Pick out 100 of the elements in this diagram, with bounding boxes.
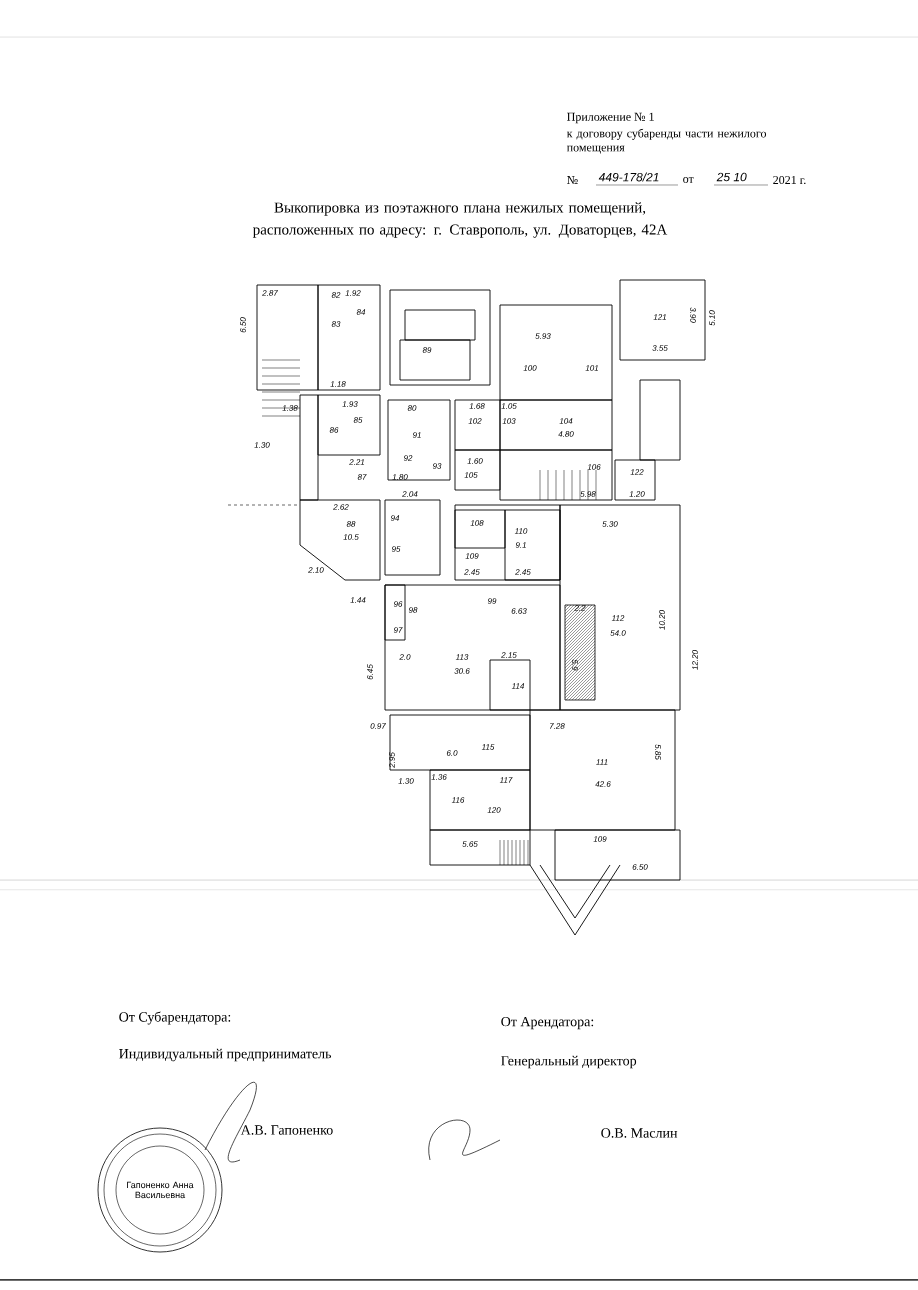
plan-label: 5.10: [709, 310, 715, 326]
plan-label: 82: [331, 292, 341, 298]
plan-label: 94: [390, 515, 400, 521]
appendix-note: №: [567, 176, 578, 184]
plan-label: 1.68: [469, 403, 485, 409]
plan-label: 2.10: [308, 567, 324, 573]
plan-label: 91: [412, 432, 421, 438]
appendix-note: 2021 г.: [773, 175, 806, 185]
plan-label: 5.30: [602, 521, 618, 527]
signature-block-text: О.В. Маслин: [601, 1128, 678, 1138]
plan-label: 83: [331, 321, 341, 327]
plan-label: 121: [653, 314, 666, 320]
plan-label: 2.45: [515, 569, 531, 575]
plan-label: 103: [502, 418, 516, 424]
plan-label: 115: [481, 744, 495, 750]
plan-label: 95: [391, 546, 401, 552]
appendix-note: от: [683, 177, 694, 183]
signature-block-text: Индивидуальный предприниматель: [119, 1048, 332, 1062]
plan-label: 1.05: [501, 403, 517, 409]
plan-label: 1.80: [392, 474, 408, 480]
plan-label: 1.30: [254, 442, 270, 448]
plan-label: 2.15: [501, 652, 517, 658]
plan-label: 114: [511, 683, 525, 689]
plan-label: 9.1: [515, 542, 526, 548]
plan-label: 105: [464, 472, 478, 478]
plan-label: 97: [393, 627, 403, 633]
plan-label: 5.9: [572, 659, 578, 671]
plan-label: 5.65: [462, 841, 478, 847]
document-title: Выкопировка из поэтажного плана нежилых помещений, расположенных по адресу: г. Ставрополь, ул. Доваторцев, 42А: [252, 202, 668, 238]
handwritten-text: 25 10: [716, 172, 747, 182]
plan-label: 98: [408, 607, 418, 613]
plan-label: 10.5: [343, 534, 359, 540]
plan-label: 2.45: [464, 569, 480, 575]
plan-label: 122: [630, 469, 644, 475]
plan-label: 1.44: [350, 597, 366, 603]
signature-block-text: Генеральный директор: [501, 1055, 637, 1069]
plan-label: 2.04: [402, 491, 418, 497]
plan-label: 10.20: [659, 610, 665, 630]
plan-label: 85: [353, 417, 363, 423]
plan-label: 5.85: [655, 744, 661, 760]
plan-label: 4.80: [558, 431, 574, 437]
plan-label: 111: [596, 759, 608, 765]
plan-label: 5.93: [535, 333, 551, 339]
plan-label: 2.21: [349, 459, 365, 465]
signature-block-text: А.В. Гапоненко: [240, 1125, 333, 1135]
appendix-note: к договору субаренды части нежилого помещения: [566, 128, 767, 154]
plan-label: 2.62: [333, 504, 349, 510]
plan-label: 86: [329, 427, 339, 433]
plan-label: 109: [593, 836, 607, 842]
plan-label: 6.50: [632, 864, 648, 870]
plan-label: 6.0: [446, 750, 458, 756]
plan-label: 96: [393, 601, 403, 607]
plan-label: 3.90: [690, 307, 696, 323]
plan-label: 2.95: [389, 752, 395, 768]
plan-label: 84: [356, 309, 366, 315]
plan-label: 1.93: [342, 401, 358, 407]
plan-label: 88: [346, 521, 356, 527]
plan-label: 6.45: [367, 664, 373, 680]
plan-label: 0.97: [370, 723, 387, 729]
plan-label: 2.0: [399, 654, 411, 660]
plan-label: 30.6: [454, 668, 470, 674]
plan-label: 42.6: [595, 781, 611, 787]
plan-label: 1.20: [629, 491, 645, 497]
plan-label: 1.36: [431, 774, 447, 780]
plan-label: 6.50: [240, 317, 246, 333]
plan-label: 2.87: [262, 290, 279, 296]
signature-block-text: От Субарендатора:: [119, 1011, 231, 1025]
plan-label: 102: [468, 418, 482, 424]
signature-block-text: От Арендатора:: [501, 1016, 594, 1030]
plan-label: 101: [585, 365, 598, 371]
handwritten-text: 449-178/21: [598, 172, 659, 182]
plan-label: 120: [487, 807, 501, 813]
plan-label: 1.18: [330, 381, 346, 387]
plan-label: 12.20: [692, 650, 698, 670]
plan-label: 112: [611, 615, 625, 621]
plan-label: 92: [403, 455, 413, 461]
plan-label: 1.30: [398, 778, 414, 784]
plan-label: 7.28: [550, 723, 565, 729]
plan-label: 104: [559, 418, 573, 424]
plan-label: 89: [422, 347, 432, 353]
plan-label: 113: [455, 654, 469, 660]
plan-label: 100: [523, 365, 537, 371]
plan-label: 5.98: [580, 491, 596, 497]
plan-label: 1.38: [282, 405, 298, 411]
plan-label: 99: [487, 598, 497, 604]
appendix-note: Приложение № 1: [567, 112, 654, 124]
plan-label: 109: [465, 553, 479, 559]
plan-label: 80: [407, 405, 417, 411]
plan-label: 110: [514, 528, 528, 534]
plan-label: 106: [587, 464, 601, 470]
plan-label: 116: [451, 797, 465, 803]
plan-label: 6.63: [511, 608, 527, 614]
plan-label: 117: [499, 777, 513, 783]
plan-label: 54.0: [610, 630, 626, 636]
plan-label: 1.60: [467, 458, 483, 464]
plan-label: 2.2: [574, 605, 586, 611]
plan-label: 93: [432, 463, 442, 469]
seal-text: Гапоненко Анна Васильевна: [127, 1181, 194, 1199]
plan-label: 108: [470, 520, 484, 526]
plan-label: 1.92: [345, 290, 361, 296]
